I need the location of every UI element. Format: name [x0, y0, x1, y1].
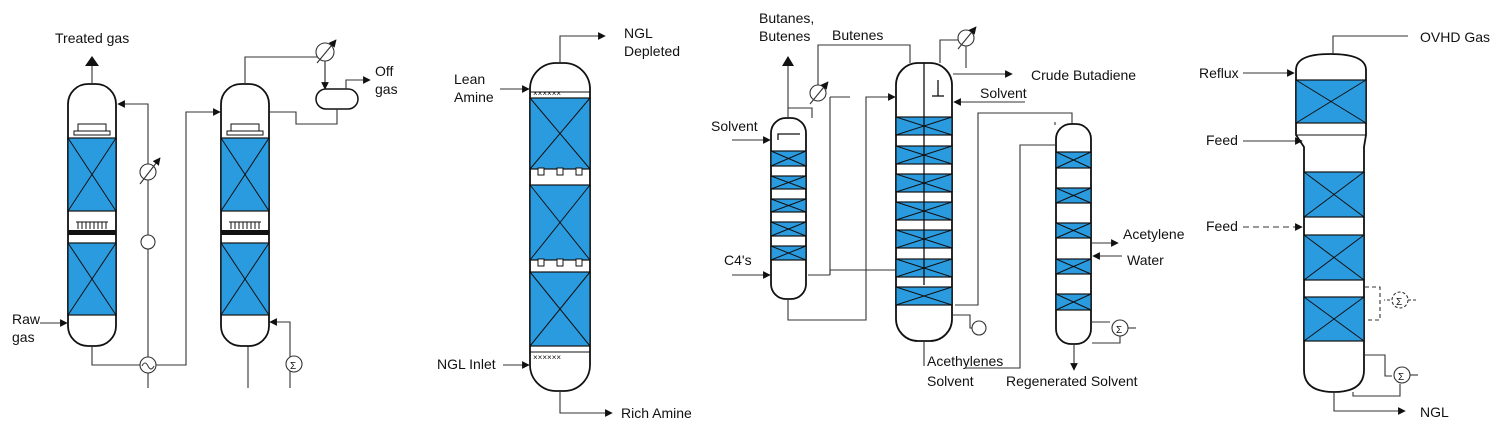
svg-text:Σ: Σ — [1396, 297, 1402, 308]
gas-treating-diagram: Treated gas Raw gas — [12, 30, 398, 388]
amine-contactor-diagram: ×××××× ×××××× NGL Depleted Lean Amine NG… — [437, 25, 692, 421]
solvent-left-label: Solvent — [711, 118, 758, 134]
crude-butadiene-label: Crude Butadiene — [1031, 67, 1136, 83]
lean-amine-label-line1: Lean — [454, 71, 485, 87]
absorber-column — [67, 83, 117, 347]
acethylenes-label: Acethylenes — [927, 353, 1003, 369]
off-gas-label-line1: Off — [375, 63, 394, 79]
reflux-label: Reflux — [1199, 65, 1239, 81]
butanes-butenes-label-line1: Butanes, — [759, 10, 814, 26]
ngl-label: NGL — [1420, 404, 1449, 420]
regenerator-column — [220, 83, 270, 347]
water-label: Water — [1127, 252, 1164, 268]
butadiene-extraction-diagram: Solvent C4's Butanes, Butenes Butenes — [711, 10, 1185, 389]
regenerated-solvent-label: Regenerated Solvent — [1006, 373, 1138, 389]
reboiler-icon — [285, 355, 303, 373]
raw-gas-label-line1: Raw — [12, 311, 41, 327]
svg-text:××××××: ×××××× — [533, 353, 561, 362]
pump-icon — [140, 234, 156, 250]
svg-text:Σ: Σ — [1116, 325, 1122, 336]
rich-amine-label: Rich Amine — [621, 405, 692, 421]
reflux-drum — [315, 88, 359, 110]
off-gas-label-line2: gas — [375, 81, 398, 97]
ovhd-gas-label: OVHD Gas — [1420, 29, 1490, 45]
svg-text:Σ: Σ — [1398, 372, 1404, 383]
feed-label-2: Feed — [1206, 218, 1238, 234]
treated-gas-label: Treated gas — [55, 30, 129, 46]
regenerator-column — [1055, 123, 1092, 345]
solvent-bottom-label: Solvent — [927, 373, 974, 389]
acetylene-label: Acetylene — [1123, 226, 1185, 242]
svg-text:××××××: ×××××× — [533, 89, 561, 98]
ngl-stabilizer-diagram: OVHD Gas Reflux Feed Feed Σ Σ NGL — [1199, 29, 1490, 420]
feed-label-1: Feed — [1206, 132, 1238, 148]
butanes-butenes-label-line2: Butenes — [759, 28, 810, 44]
pump-icon — [971, 320, 987, 336]
ngl-depleted-label-line2: Depleted — [624, 43, 680, 59]
main-stripper-column — [895, 62, 953, 342]
butenes-label: Butenes — [832, 27, 883, 43]
extractive-column — [770, 117, 807, 300]
ngl-depleted-label-line1: NGL — [624, 25, 653, 41]
c4s-label: C4's — [724, 252, 752, 268]
ngl-inlet-label: NGL Inlet — [437, 356, 496, 372]
lean-amine-label-line2: Amine — [454, 89, 494, 105]
svg-text:Σ: Σ — [290, 361, 296, 372]
solvent-right-label: Solvent — [980, 85, 1027, 101]
raw-gas-label-line2: gas — [12, 329, 35, 345]
